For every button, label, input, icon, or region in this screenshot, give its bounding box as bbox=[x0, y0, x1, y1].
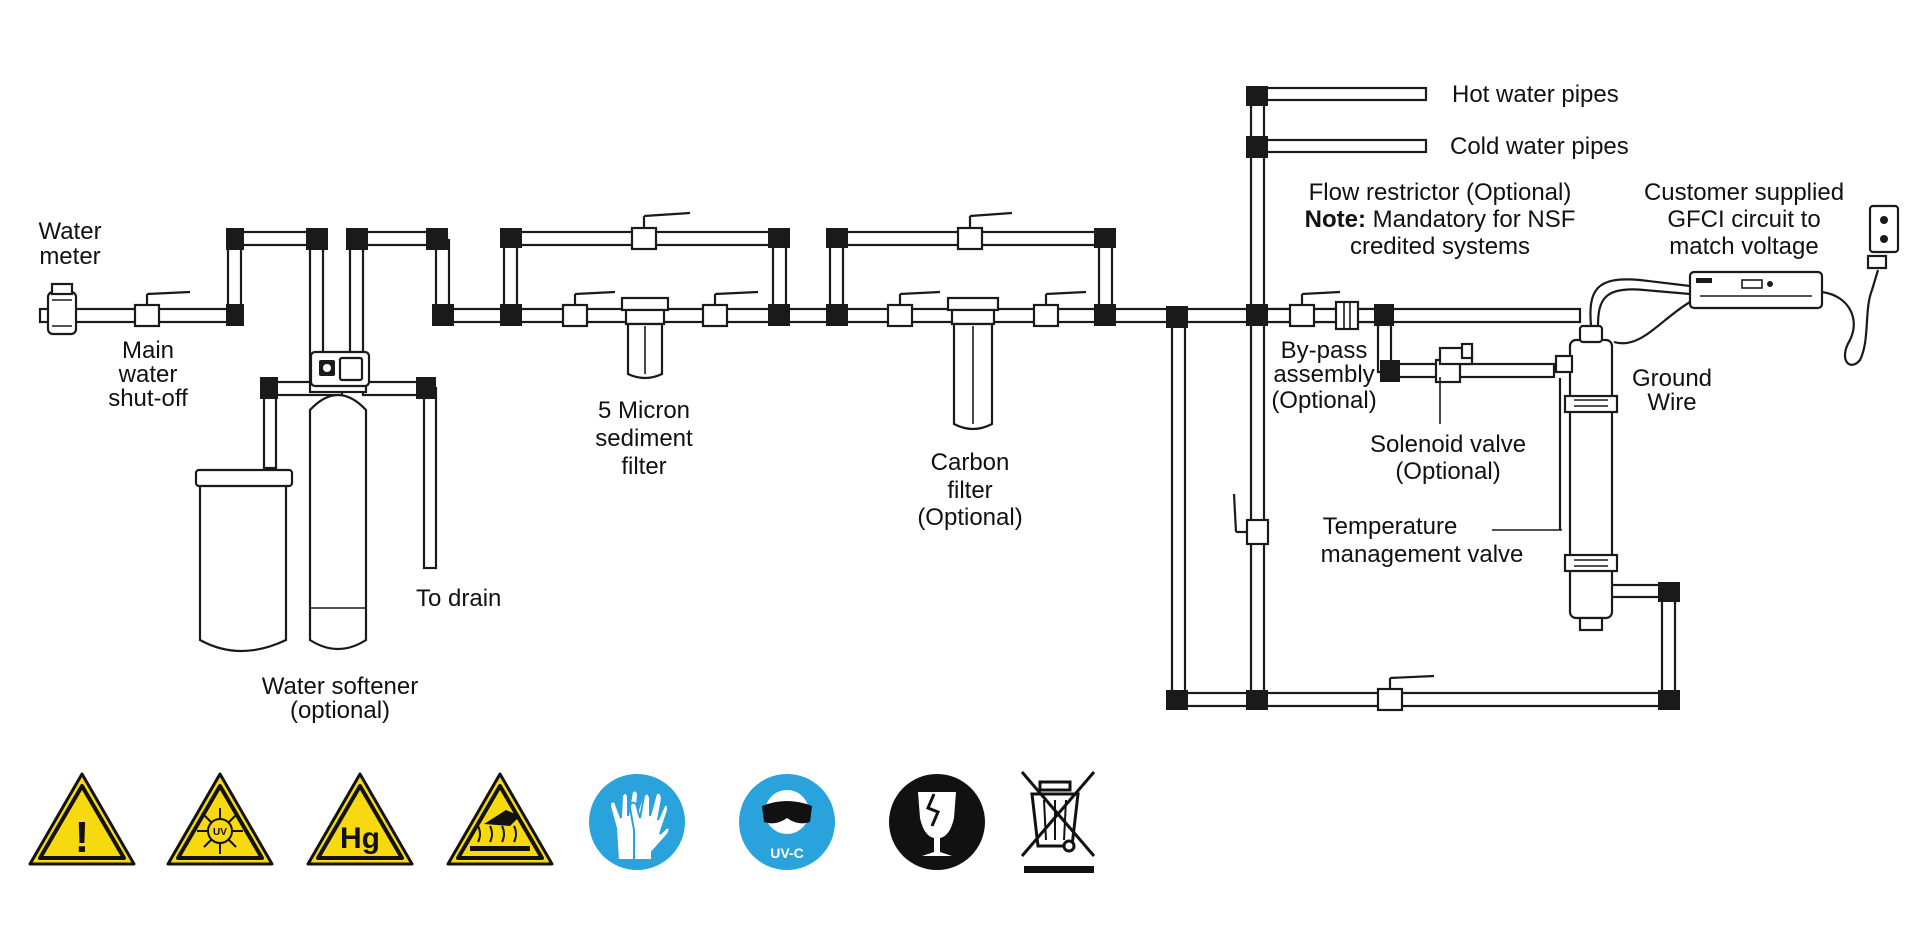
label-gfci-2: GFCI circuit to bbox=[1667, 206, 1820, 233]
pipe-joints bbox=[226, 86, 1680, 710]
label-water-softener-2: (optional) bbox=[290, 697, 390, 724]
mercury-symbol: Hg bbox=[340, 822, 380, 855]
label-gfci-3: match voltage bbox=[1669, 233, 1818, 260]
sediment-inlet-valve bbox=[561, 290, 616, 328]
ball-valves bbox=[133, 211, 1435, 712]
uv-controller bbox=[1688, 270, 1824, 310]
hot-surface-icon bbox=[446, 772, 554, 866]
warning-symbol: ! bbox=[75, 813, 90, 862]
label-note-line2: credited systems bbox=[1350, 233, 1530, 260]
gloves-required-icon bbox=[589, 774, 685, 870]
main-shutoff-valve bbox=[133, 290, 191, 328]
mercury-hazard-icon: Hg bbox=[306, 772, 414, 866]
carbon-filter bbox=[946, 296, 1000, 431]
vertical-riser-valve bbox=[1232, 493, 1270, 546]
text-labels: Water meter Main water shut-off To drain… bbox=[38, 81, 1844, 724]
label-carbon-3: (Optional) bbox=[917, 504, 1022, 531]
carbon-bypass-valve bbox=[956, 211, 1013, 251]
label-carbon-1: Carbon bbox=[931, 449, 1010, 476]
sediment-filter bbox=[620, 296, 670, 380]
label-solenoid-2: (Optional) bbox=[1395, 458, 1500, 485]
label-ground-wire-2: Wire bbox=[1647, 389, 1696, 416]
uv-radiation-icon: UV bbox=[166, 772, 274, 866]
label-flow-restrictor: Flow restrictor (Optional) bbox=[1309, 179, 1572, 206]
warning-icon: ! bbox=[28, 772, 136, 866]
label-note-bold: Note: bbox=[1305, 206, 1366, 233]
uv-chamber bbox=[1554, 324, 1619, 632]
label-bypass-1: By-pass bbox=[1281, 337, 1368, 364]
label-note-line1: Note: Mandatory for NSF bbox=[1305, 206, 1576, 233]
label-bypass-2: assembly bbox=[1273, 361, 1374, 388]
label-main-shutoff-2: water bbox=[118, 361, 178, 388]
uvc-goggles-icon: UV-C bbox=[739, 774, 835, 870]
fragile-icon bbox=[889, 774, 985, 870]
label-sediment-1: 5 Micron bbox=[598, 397, 690, 424]
label-solenoid-1: Solenoid valve bbox=[1370, 431, 1526, 458]
label-gfci-1: Customer supplied bbox=[1644, 179, 1844, 206]
label-main-shutoff-1: Main bbox=[122, 337, 174, 364]
label-main-shutoff-3: shut-off bbox=[108, 385, 188, 412]
uv-cables bbox=[1558, 254, 1888, 530]
label-bypass-3: (Optional) bbox=[1271, 387, 1376, 414]
safety-icons: ! UV Hg bbox=[28, 771, 1096, 873]
bottom-line-valve bbox=[1376, 674, 1435, 712]
weee-bin-icon bbox=[1020, 771, 1096, 873]
leader-lines bbox=[1439, 377, 1562, 531]
water-meter bbox=[46, 282, 78, 336]
carbon-inlet-valve bbox=[886, 290, 941, 328]
label-sediment-2: sediment bbox=[595, 425, 693, 452]
label-water-meter-1: Water bbox=[38, 218, 101, 245]
label-ground-wire-1: Ground bbox=[1632, 365, 1712, 392]
label-carbon-2: filter bbox=[947, 477, 992, 504]
gfci-outlet bbox=[1868, 204, 1900, 254]
label-hot-water: Hot water pipes bbox=[1452, 81, 1619, 108]
carbon-outlet-valve bbox=[1032, 290, 1087, 328]
label-water-meter-2: meter bbox=[39, 243, 100, 270]
uvc-label: UV-C bbox=[770, 845, 803, 861]
water-softener bbox=[194, 350, 371, 653]
label-temperature-1: Temperature bbox=[1323, 513, 1458, 540]
label-sediment-3: filter bbox=[621, 453, 666, 480]
sediment-outlet-valve bbox=[701, 290, 759, 328]
label-cold-water: Cold water pipes bbox=[1450, 133, 1629, 160]
flow-restrictor bbox=[1334, 300, 1360, 331]
uv-symbol: UV bbox=[213, 827, 227, 838]
label-to-drain: To drain bbox=[416, 585, 501, 612]
sediment-bypass-valve bbox=[630, 211, 691, 251]
solenoid-valve bbox=[1434, 342, 1474, 384]
label-water-softener-1: Water softener bbox=[262, 673, 419, 700]
bypass-assembly-valve bbox=[1288, 290, 1341, 328]
label-note-rest: Mandatory for NSF bbox=[1366, 206, 1575, 233]
label-temperature-2: management valve bbox=[1321, 541, 1524, 568]
